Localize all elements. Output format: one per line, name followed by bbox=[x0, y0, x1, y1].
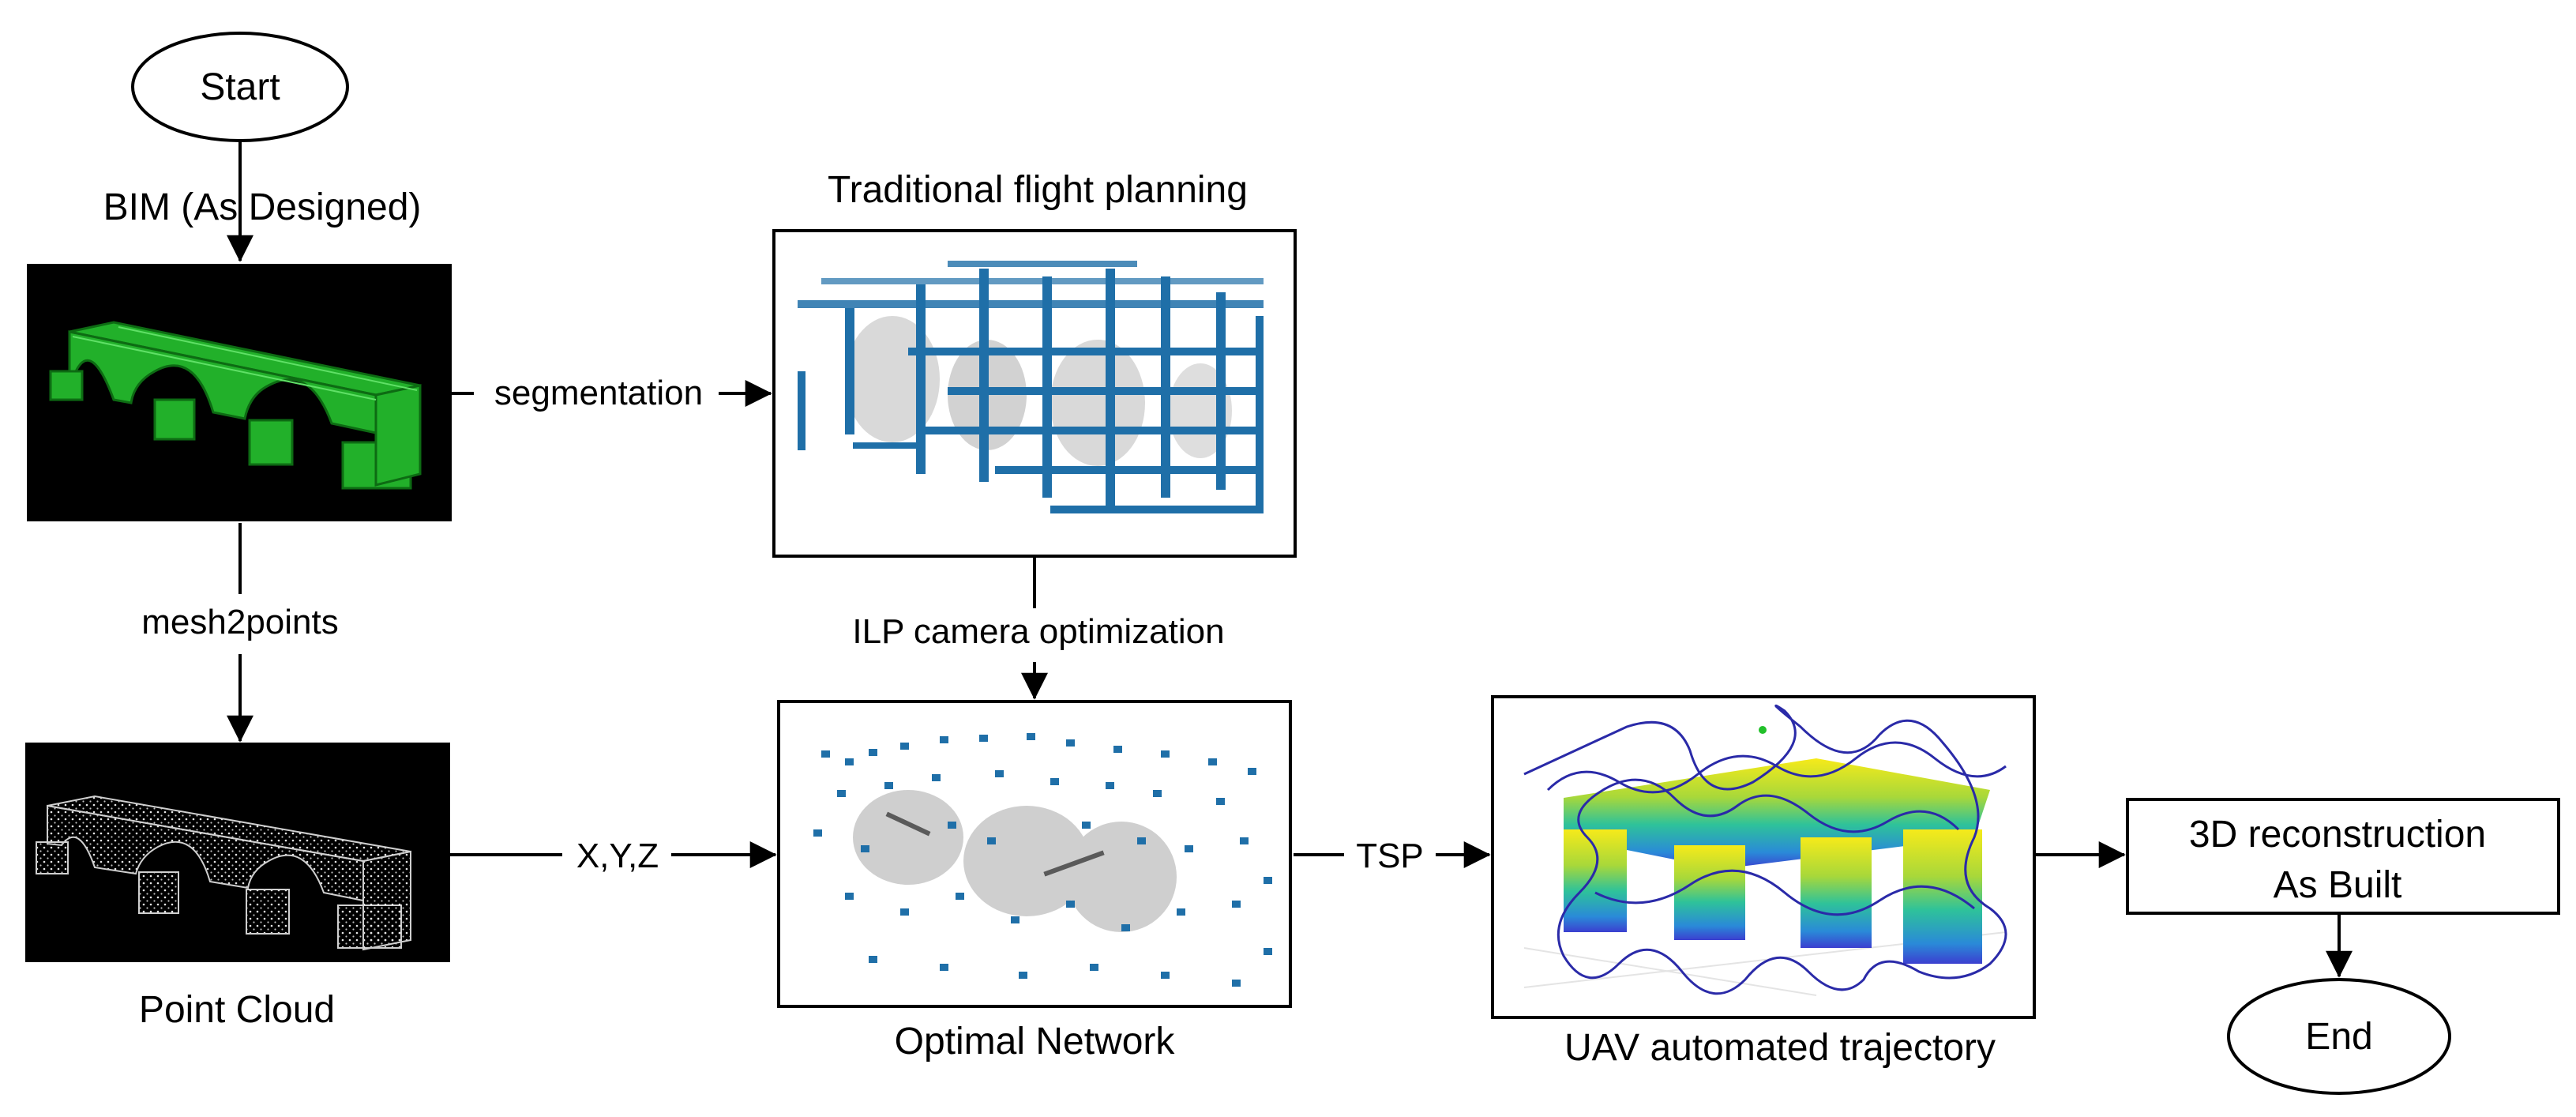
traditional-title: Traditional flight planning bbox=[828, 169, 1248, 211]
start-ellipse bbox=[131, 32, 349, 142]
edge-label-tsp: TSP bbox=[1356, 837, 1424, 875]
uav-bridge bbox=[1564, 758, 1990, 964]
end-label: End bbox=[2305, 1016, 2372, 1058]
node-end: End bbox=[2227, 978, 2451, 1095]
uav-title: UAV automated trajectory bbox=[1564, 1027, 1996, 1069]
edge-label-ilp: ILP camera optimization bbox=[852, 612, 1224, 651]
bim-model-image bbox=[27, 264, 452, 521]
node-start: Start bbox=[131, 32, 349, 142]
point-cloud-title: Point Cloud bbox=[139, 989, 335, 1031]
traditional-plan-image bbox=[772, 229, 1297, 558]
optimal-camera-points bbox=[813, 733, 1272, 987]
uav-trajectory-path bbox=[1523, 704, 2007, 995]
reconstruction-label-line1: 3D reconstruction bbox=[2189, 814, 2486, 856]
edge-label-mesh2points: mesh2points bbox=[141, 603, 338, 641]
edge-label-xyz: X,Y,Z bbox=[576, 837, 659, 875]
edge-label-segmentation: segmentation bbox=[494, 374, 703, 412]
reconstruction-box bbox=[2126, 798, 2560, 915]
traditional-camera-grid bbox=[798, 261, 1264, 513]
optimal-title: Optimal Network bbox=[895, 1021, 1176, 1062]
start-label: Start bbox=[200, 66, 280, 108]
end-ellipse bbox=[2227, 978, 2451, 1095]
point-cloud-image bbox=[25, 743, 450, 962]
node-reconstruction: 3D reconstruction As Built bbox=[2126, 798, 2560, 915]
reconstruction-label-line2: As Built bbox=[2274, 864, 2402, 906]
bim-title: BIM (As Designed) bbox=[103, 186, 422, 228]
uav-trajectory-image bbox=[1491, 695, 2036, 1019]
optimal-network-image bbox=[777, 700, 1292, 1008]
